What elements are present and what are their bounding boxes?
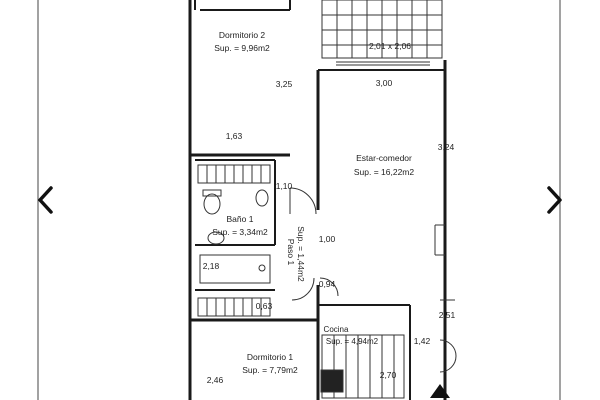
- dimension-1-42: 1,42: [414, 336, 431, 346]
- dimension-2-70: 2,70: [380, 370, 397, 380]
- dimension-0-63: 0,63: [256, 301, 273, 311]
- dimension-3-00: 3,00: [376, 78, 393, 88]
- dimension-0-94: 0,94: [319, 279, 336, 289]
- chevron-right-icon: [547, 186, 562, 214]
- room-area-cocina: Sup. = 4,94m2: [326, 337, 379, 346]
- room-area-bano-1: Sup. = 3,34m2: [212, 227, 268, 237]
- dimension-2-46: 2,46: [207, 375, 224, 385]
- previous-image-button[interactable]: [26, 180, 66, 220]
- terrace-grid: [321, 0, 443, 66]
- room-name-dormitorio-2: Dormitorio 2: [219, 30, 266, 40]
- room-area-dormitorio-2: Sup. = 9,96m2: [214, 43, 270, 53]
- room-name-bano-1: Baño 1: [227, 214, 254, 224]
- room-area-dormitorio-1: Sup. = 7,79m2: [242, 365, 298, 375]
- room-area-paso-1: Sup. = 1,44m2: [296, 226, 306, 282]
- room-name-paso-1: Paso 1: [286, 239, 296, 266]
- room-name-cocina: Cocina: [324, 325, 349, 334]
- dimension-1-10: 1,10: [276, 181, 293, 191]
- dimension-3-25: 3,25: [276, 79, 293, 89]
- dimension-terrace: 2,01 x 2,06: [369, 41, 411, 51]
- dimension-3-24: 3,24: [438, 142, 455, 152]
- dimension-2-18: 2,18: [203, 261, 220, 271]
- dimension-1-00: 1,00: [319, 234, 336, 244]
- bathroom-fixtures: [197, 164, 271, 317]
- window-marks: [434, 224, 455, 301]
- room-area-estar-comedor: Sup. = 16,22m2: [354, 167, 415, 177]
- room-name-estar-comedor: Estar-comedor: [356, 153, 412, 163]
- dimension-1-63: 1,63: [226, 131, 243, 141]
- dimension-2-51: 2,51: [439, 310, 456, 320]
- walls: [188, 0, 447, 400]
- door-swings: [289, 187, 457, 373]
- kitchen-fixtures: [320, 334, 405, 399]
- room-name-dormitorio-1: Dormitorio 1: [247, 352, 294, 362]
- chevron-left-icon: [38, 186, 53, 214]
- north-arrow-icon: [430, 384, 450, 398]
- next-image-button[interactable]: [534, 180, 574, 220]
- frame-lines: [37, 0, 561, 400]
